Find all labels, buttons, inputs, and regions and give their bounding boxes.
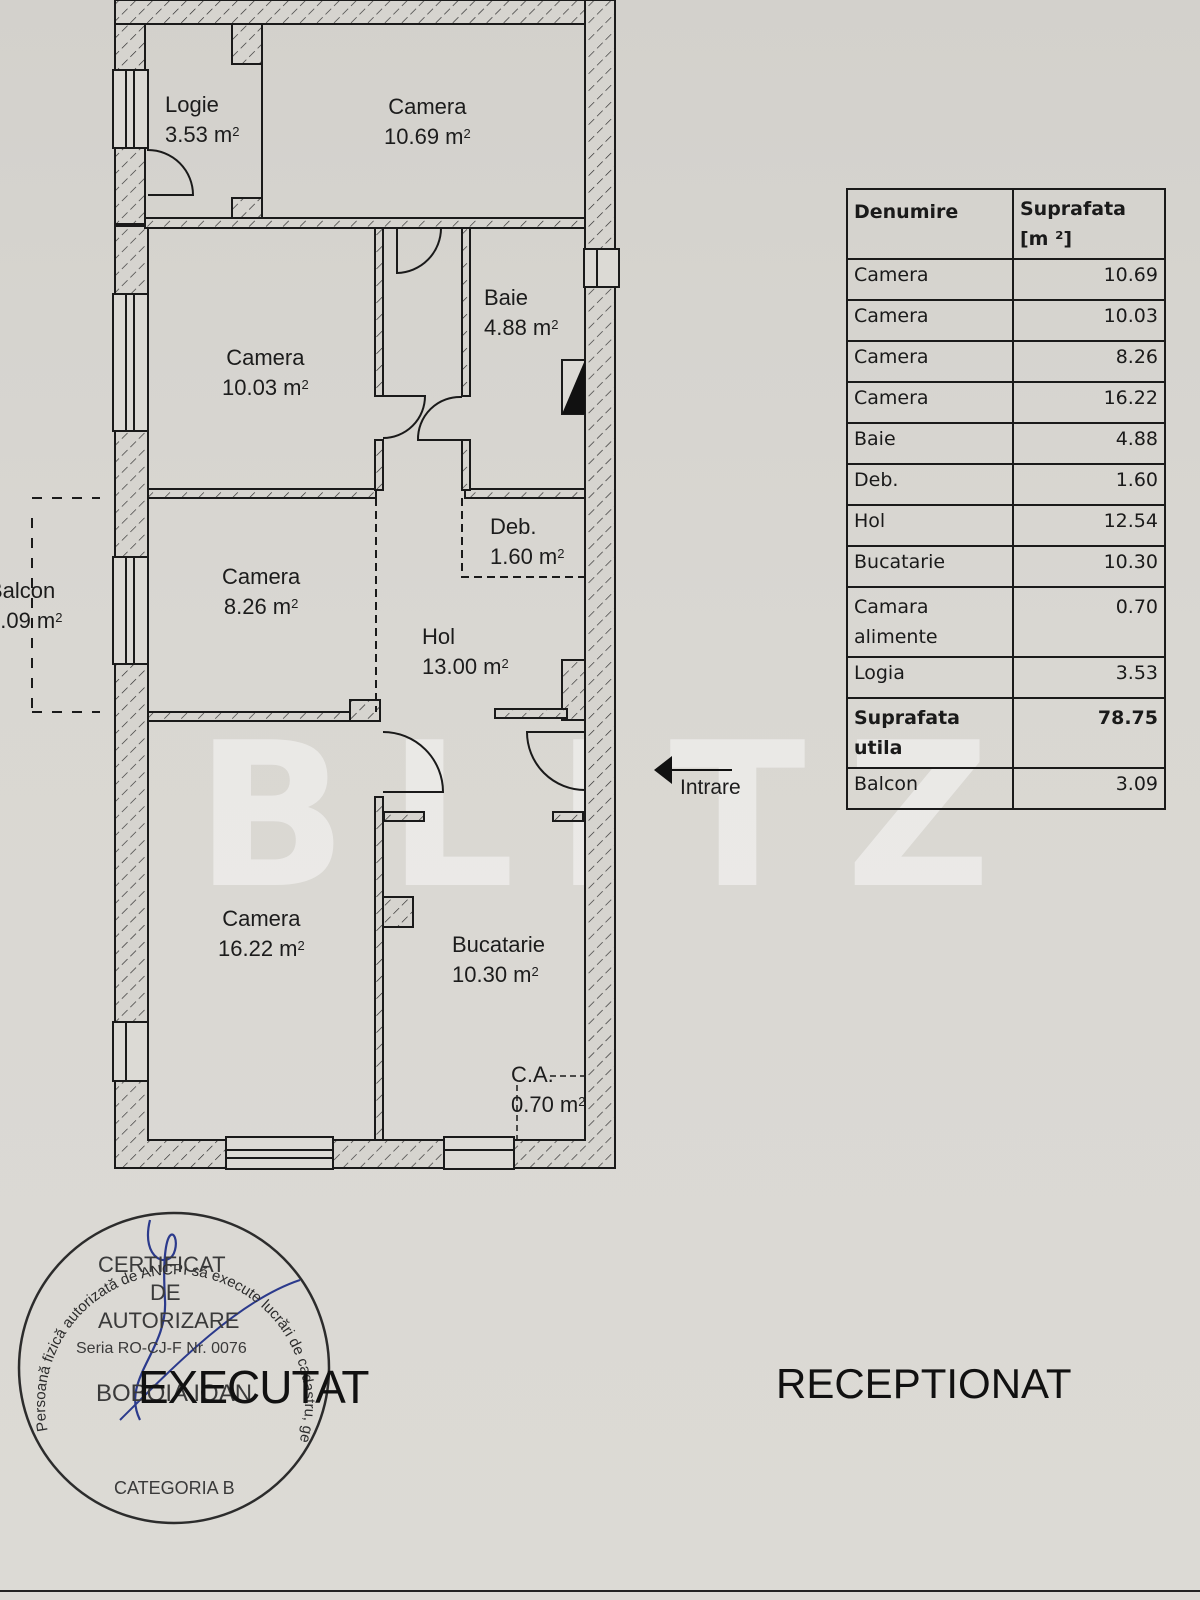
room-label-logie: Logie 3.53 m2 [165,92,240,147]
window [112,293,149,432]
room-label-camera-1069: Camera 10.69 m2 [384,94,471,149]
received-label: RECEPTIONAT [776,1360,1072,1407]
window [112,556,149,665]
window [112,69,149,149]
window [225,1136,334,1170]
room-label-camara: C.A. 0.70 m2 [511,1062,586,1117]
page-edge-line [0,1590,1200,1592]
stamp-ring-text: Persoană fizică autorizată de ANCPI să e… [0,0,318,1445]
window [112,1021,149,1082]
room-label-camera-826: Camera 8.26 m2 [222,564,301,619]
entrance-label: Intrare [680,776,741,799]
exterior-wall [114,0,616,1169]
room-label-hol: Hol 13.00 m2 [422,624,509,679]
room-label-bucatarie: Bucatarie 10.30 m2 [452,932,545,987]
stamp-line-de: DE [150,1280,181,1305]
executed-label: EXECUTAT [138,1361,370,1413]
table-row: Deb.1.60 [846,463,1166,506]
balcony-outline [31,497,100,713]
room-label-baie: Baie 4.88 m2 [484,285,559,340]
header-denumire: Denumire [846,188,1014,260]
authorization-stamp-circle [17,1211,331,1525]
room-label-camera-1622: Camera 16.22 m2 [218,906,305,961]
arrow-left-icon [654,756,732,784]
room-label-balcon: Balcon 3.09 m2 [0,578,63,633]
room-label-deb: Deb. 1.60 m2 [490,514,565,569]
room-label-camera-1003: Camera 10.03 m2 [222,345,309,400]
stamp-holder: BOBOIA IOAN [96,1380,253,1407]
stamp-line-certificat: CERTIFICAT [98,1252,226,1277]
stamp-series: Seria RO-CJ-F Nr. 0076 [76,1340,247,1357]
table-header-row: Denumire Suprafata [m ²] [846,188,1166,260]
stamp-category: CATEGORIA B [114,1478,235,1498]
stamp-line-autorizare: AUTORIZARE [98,1308,240,1333]
window [583,248,620,288]
header-suprafata: Suprafata [m ²] [1012,188,1166,260]
window [443,1136,515,1170]
